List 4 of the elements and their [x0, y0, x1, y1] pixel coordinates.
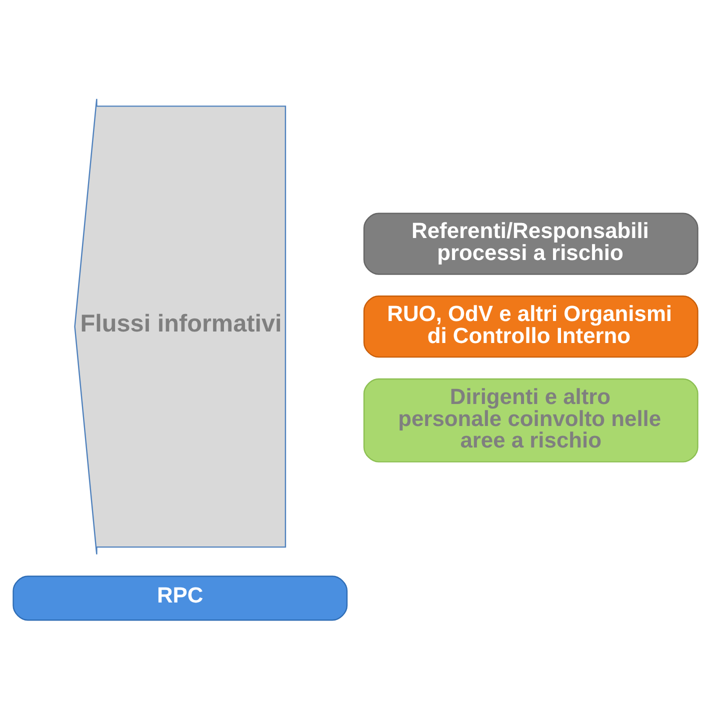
node-box: Referenti/Responsabili processi a rischio: [363, 212, 698, 274]
node-box: RUO, OdV e altri Organismi di Controllo Interno: [363, 295, 698, 358]
node-box: RPC: [12, 575, 348, 620]
node-box: Dirigenti e altro personale coinvolto nelle aree a rischio: [363, 378, 698, 462]
